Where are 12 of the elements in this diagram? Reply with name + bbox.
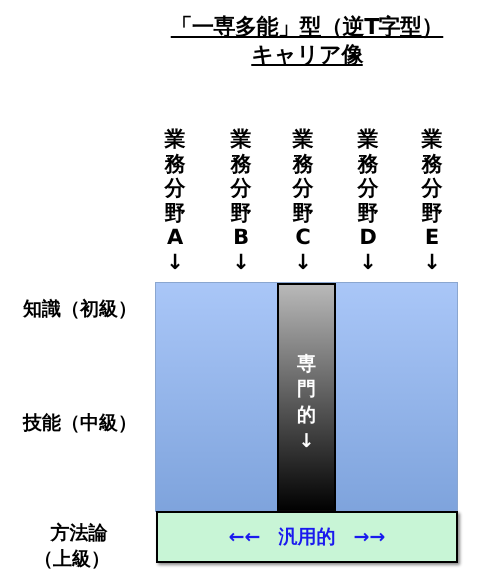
field-label: 業務分野C↓ bbox=[291, 127, 315, 274]
field-label: 業務分野E↓ bbox=[420, 127, 444, 274]
title: 「一専多能」型（逆T字型）キャリア像 bbox=[170, 14, 444, 70]
level-label: 技能（中級） bbox=[22, 411, 138, 436]
general-bar: ←← 汎用的 →→ bbox=[156, 511, 458, 563]
specialty-column: 専門的↓ bbox=[277, 283, 336, 513]
level-label: 方法論（上級） bbox=[33, 521, 111, 572]
field-label: 業務分野A↓ bbox=[163, 127, 187, 274]
level-label: 知識（初級） bbox=[22, 297, 138, 322]
field-label: 業務分野B↓ bbox=[229, 127, 253, 274]
field-label: 業務分野D↓ bbox=[356, 127, 380, 274]
column-area bbox=[155, 282, 458, 512]
